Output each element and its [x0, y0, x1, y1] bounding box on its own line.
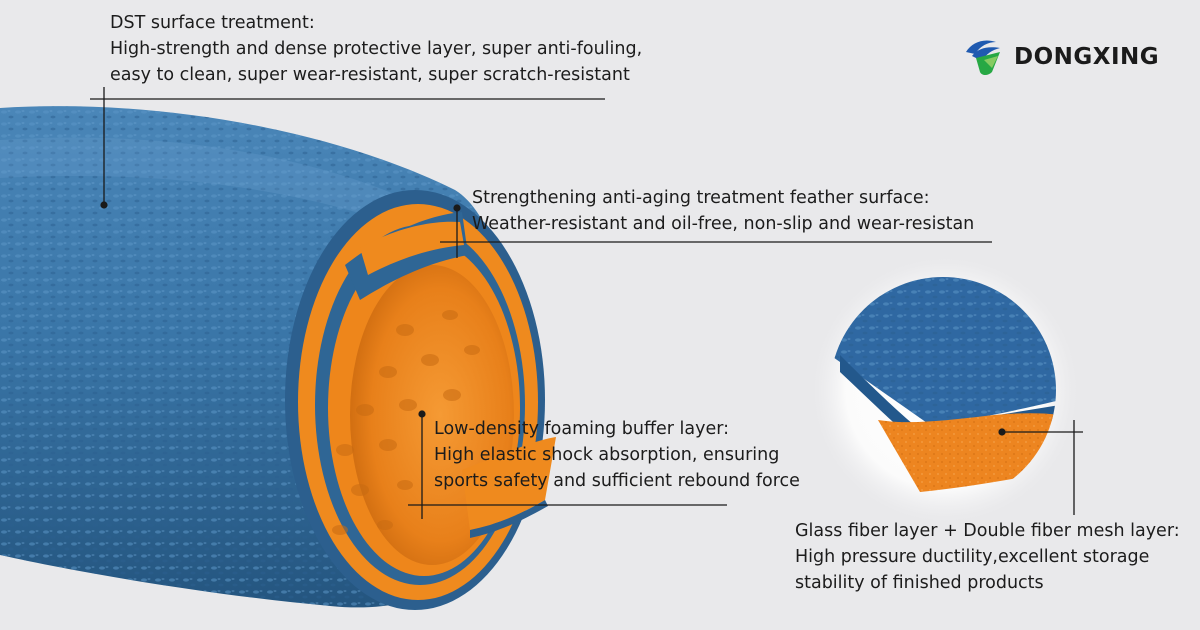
callout-glass-fiber-line-1: High pressure ductility,excellent storag…	[795, 547, 1150, 567]
callout-anti-aging-title: Strengthening anti-aging treatment feath…	[472, 188, 930, 208]
leader-dots	[100, 201, 1006, 436]
callout-foam-title: Low-density foaming buffer layer:	[434, 419, 730, 439]
floor-mat-roll	[0, 106, 556, 610]
callout-foam: Low-density foaming buffer layer: High e…	[434, 416, 800, 494]
roll-highlight	[0, 137, 420, 230]
foam-dimples	[332, 310, 480, 535]
callout-foam-line-2: sports safety and sufficient rebound for…	[434, 471, 800, 491]
callout-dst-line-1: High-strength and dense protective layer…	[110, 39, 643, 59]
roll-flap-foam	[360, 221, 464, 275]
callout-anti-aging-line-1: Weather-resistant and oil-free, non-slip…	[472, 214, 975, 234]
callout-foam-line-1: High elastic shock absorption, ensuring	[434, 445, 780, 465]
leader-glass-dot	[998, 428, 1006, 436]
callout-glass-fiber: Glass fiber layer + Double fiber mesh la…	[795, 518, 1180, 596]
leader-foam-dot	[418, 410, 426, 418]
brand-name: DONGXING	[1014, 44, 1160, 70]
callout-dst-title: DST surface treatment:	[110, 13, 315, 33]
leader-dst-dot	[100, 201, 108, 209]
callout-glass-fiber-title: Glass fiber layer + Double fiber mesh la…	[795, 521, 1180, 541]
callout-dst-line-2: easy to clean, super wear-resistant, sup…	[110, 65, 630, 85]
leader-lines	[90, 87, 1083, 519]
roll-bottom-flap-edge	[470, 500, 548, 538]
callout-anti-aging: Strengthening anti-aging treatment feath…	[472, 185, 974, 237]
callout-glass-fiber-line-2: stability of finished products	[795, 573, 1044, 593]
leader-anti-aging-dot	[453, 204, 461, 212]
cross-section-inset	[813, 258, 1077, 522]
brand-logo: DONGXING	[962, 32, 1159, 82]
dongxing-logo-icon	[966, 40, 1000, 75]
callout-dst: DST surface treatment: High-strength and…	[110, 10, 642, 88]
roll-bottom-flap	[462, 437, 556, 530]
